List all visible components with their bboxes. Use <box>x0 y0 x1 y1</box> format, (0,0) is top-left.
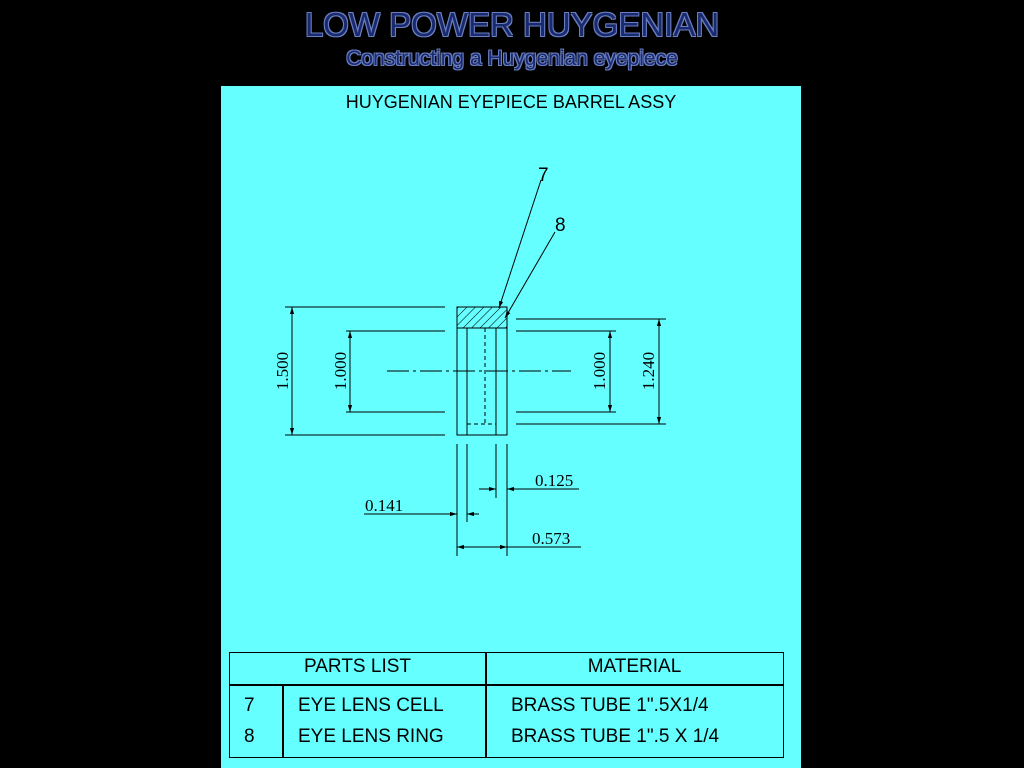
dim-inner-right: 1.000 <box>590 352 609 390</box>
page-subtitle: Constructing a Huygenian eyepiece <box>346 47 678 70</box>
dim-outer-left: 1.500 <box>273 352 292 390</box>
callout-7: 7 <box>538 165 549 186</box>
drawing-sheet: HUYGENIAN EYEPIECE BARREL ASSY <box>221 86 801 768</box>
row-8-material: BRASS TUBE 1".5 X 1/4 <box>511 726 720 747</box>
callout-8: 8 <box>555 215 566 236</box>
parts-list-table: PARTS LIST MATERIAL 7 EYE LENS CELL BRAS… <box>229 652 784 758</box>
parts-list-header: PARTS LIST <box>304 656 411 677</box>
dim-wall: 0.125 <box>535 471 573 490</box>
row-8-number: 8 <box>244 726 255 747</box>
dim-width: 0.573 <box>532 529 570 548</box>
row-7-name: EYE LENS CELL <box>298 695 444 716</box>
row-8-name: EYE LENS RING <box>298 726 444 747</box>
dim-inner-left: 1.000 <box>331 352 350 390</box>
barrel-assembly-drawing: 7 8 1.500 1.000 1.000 1.240 0.125 0.141 … <box>273 165 666 556</box>
lens-cell-lip <box>456 306 508 329</box>
row-7-number: 7 <box>244 695 255 716</box>
page-title: LOW POWER HUYGENIAN <box>304 6 720 43</box>
dim-outer-right: 1.240 <box>639 352 658 390</box>
drawing-title: HUYGENIAN EYEPIECE BARREL ASSY <box>345 92 677 112</box>
dim-offset: 0.141 <box>365 496 403 515</box>
leader-8 <box>504 231 556 319</box>
row-7-material: BRASS TUBE 1".5X1/4 <box>511 695 709 716</box>
material-header: MATERIAL <box>587 656 682 677</box>
leader-7 <box>498 179 542 309</box>
